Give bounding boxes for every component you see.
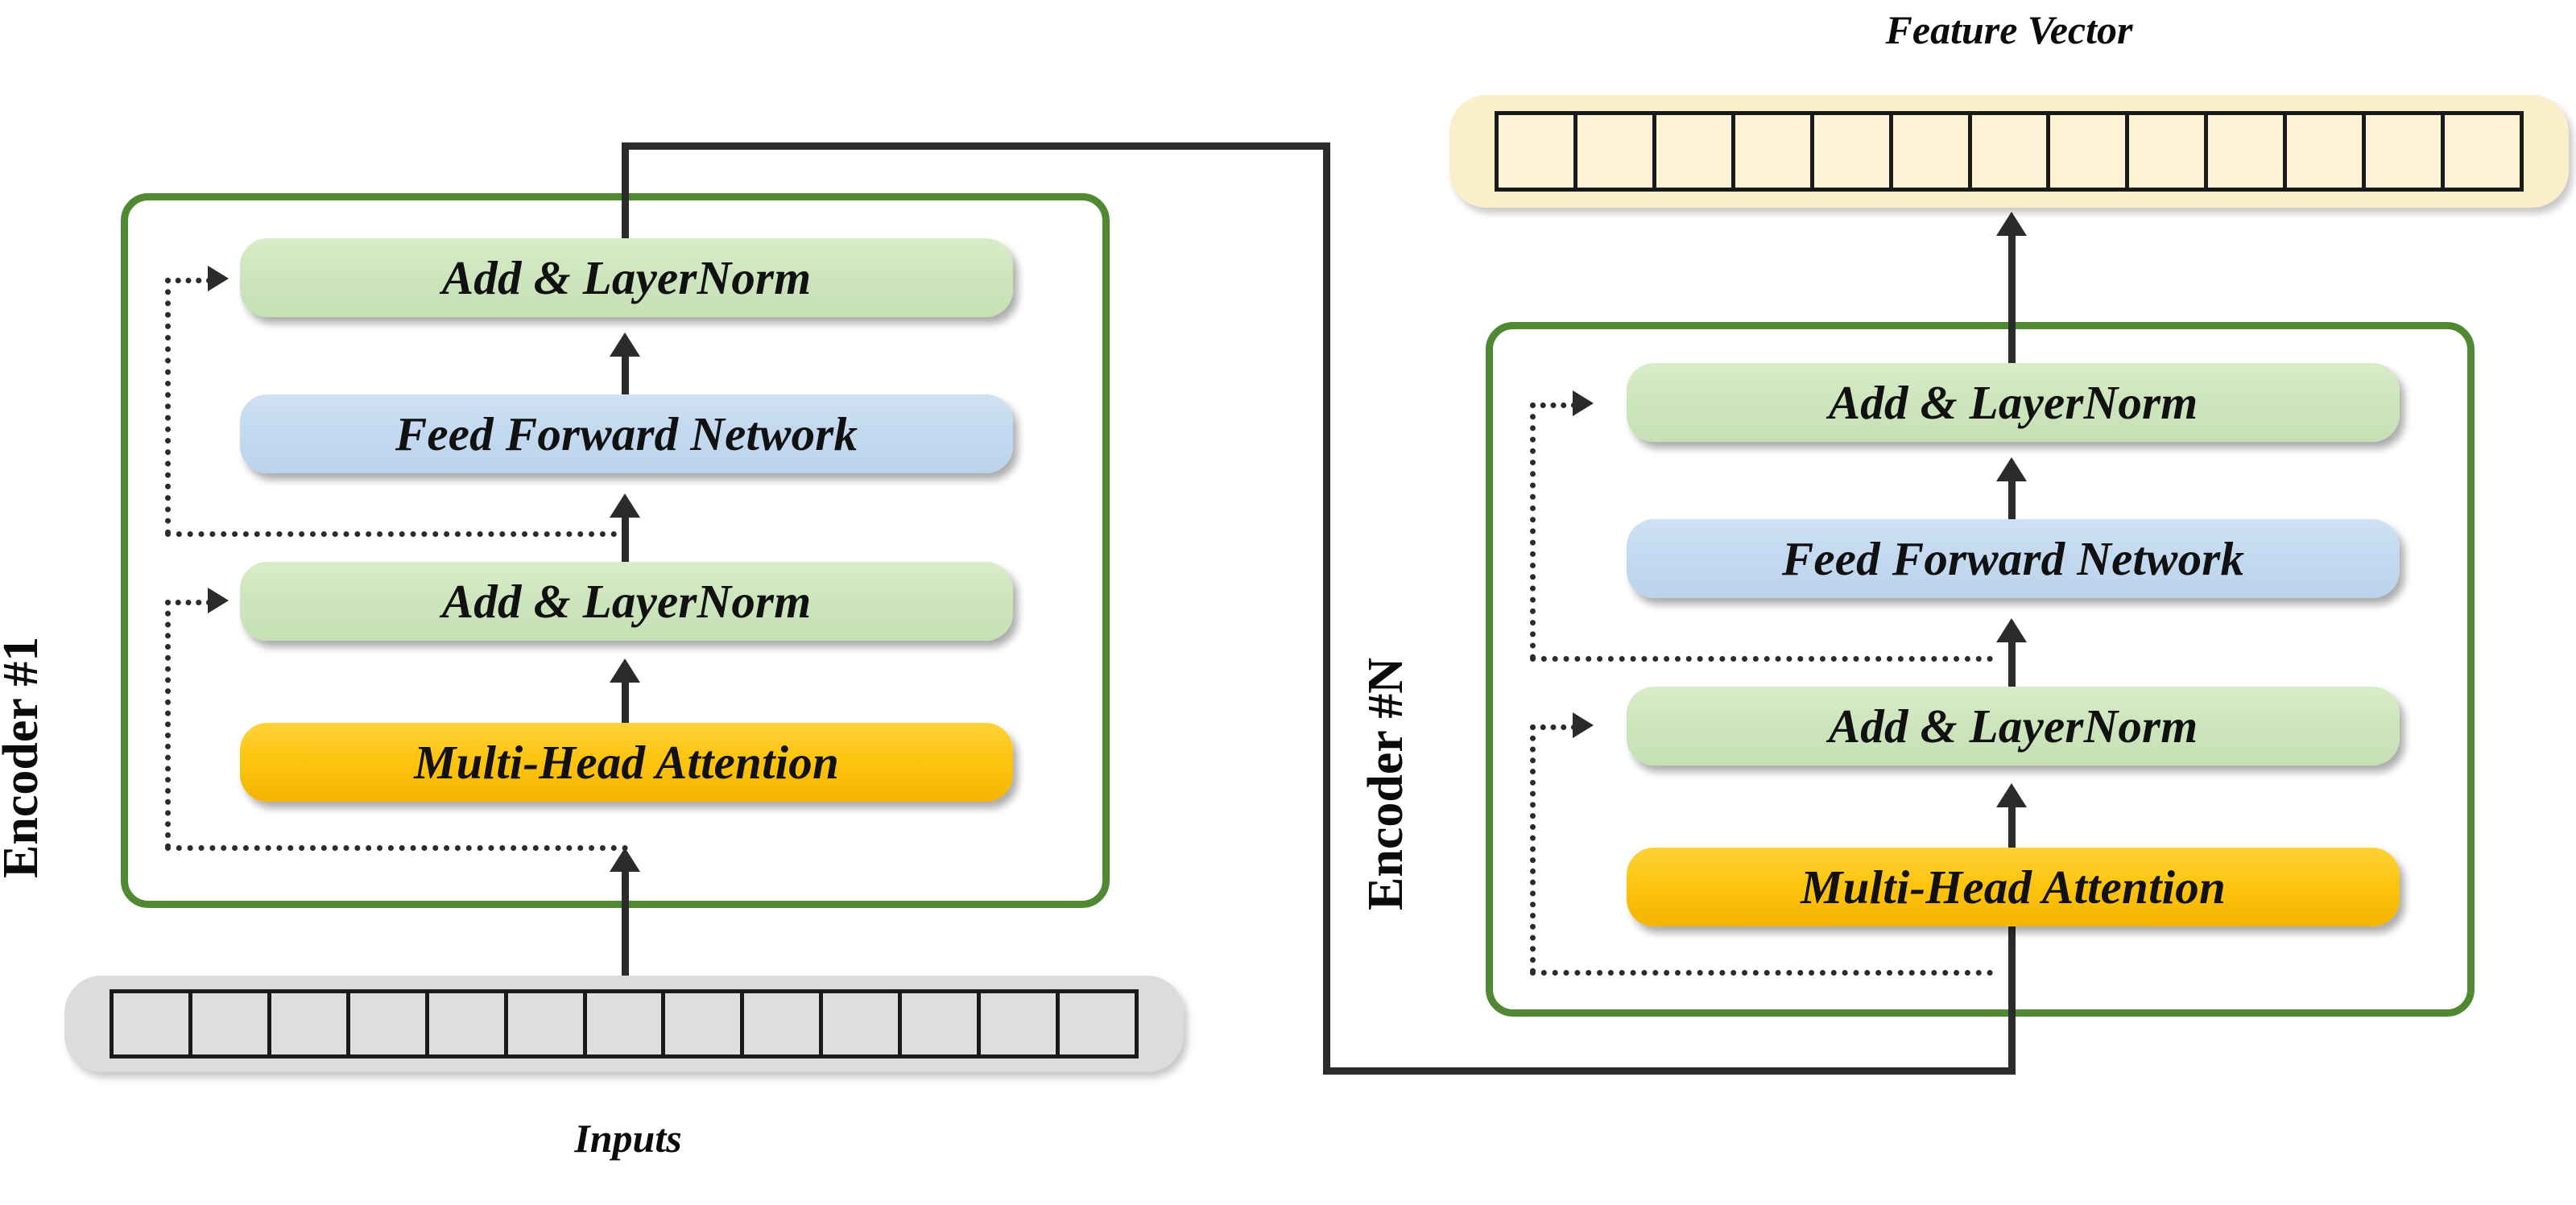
inter-encoder-connector-top [622, 142, 1330, 150]
encn-arrow-aln-to-ffn-head [1996, 618, 2027, 642]
encoder-1-frame [121, 193, 1110, 908]
inputs-cell [192, 992, 271, 1055]
feature-vector-cell [2050, 114, 2130, 188]
encn-residual-upper-horizontal [1530, 656, 1993, 662]
feature-vector-cell [1577, 114, 1656, 188]
feature-vector-cell [1656, 114, 1735, 188]
inputs-cell [349, 992, 429, 1055]
enc1-residual-lower-to-block [165, 600, 212, 605]
encn-arrow-ffn-to-aln-head [1996, 457, 2027, 481]
encn-residual-upper-to-block [1530, 402, 1577, 408]
enc1-residual-lower-horizontal [165, 845, 628, 851]
encn-arrow-mha-to-aln-shaft [2008, 805, 2016, 881]
encoder-n-add-layernorm-bottom[interactable]: Add & LayerNorm [1627, 687, 2400, 766]
encn-arrow-ffn-to-aln-shaft [2008, 479, 2016, 555]
feature-vector-cell [1813, 114, 1893, 188]
enc1-arrow-mha-to-aln-head [610, 658, 640, 683]
encn-arrow-mha-to-aln-head [1996, 783, 2027, 807]
enc1-residual-upper-vertical [165, 278, 171, 535]
encn-residual-lower-arrowhead [1573, 712, 1594, 738]
feature-vector-title: Feature Vector [1885, 7, 2133, 52]
encoder-n-feed-forward-network[interactable]: Feed Forward Network [1627, 519, 2400, 598]
inter-encoder-connector-down [1323, 142, 1330, 1075]
encoder-1-multi-head-attention[interactable]: Multi-Head Attention [240, 723, 1013, 802]
inputs-cell [113, 992, 192, 1055]
encoder-n-label: Encoder #N [1358, 657, 1413, 910]
encn-residual-lower-to-block [1530, 724, 1577, 730]
feature-vector-cell [2366, 114, 2446, 188]
inputs-cell [428, 992, 508, 1055]
encoder-1-feed-forward-network[interactable]: Feed Forward Network [240, 394, 1013, 473]
enc1-residual-lower-arrowhead [208, 588, 229, 613]
encoder-1-label: Encoder #1 [0, 636, 48, 878]
inputs-vector-strip[interactable] [64, 976, 1184, 1072]
encn-residual-lower-vertical [1530, 724, 1536, 974]
encoder-n-frame [1486, 322, 2475, 1017]
feature-vector-cell [2445, 114, 2520, 188]
encn-residual-lower-horizontal [1530, 970, 1993, 976]
encoder-n-multi-head-attention[interactable]: Multi-Head Attention [1627, 848, 2400, 926]
enc1-arrow-ffn-to-aln-shaft [622, 354, 629, 431]
enc1-residual-lower-vertical [165, 600, 171, 849]
feature-vector-arrow-shaft [2008, 233, 2016, 370]
enc1-input-arrow-shaft [622, 869, 629, 1016]
inter-encoder-connector-bottom [1323, 1067, 2016, 1075]
inputs-cell [586, 992, 666, 1055]
enc1-residual-upper-horizontal [165, 531, 628, 537]
inputs-cell [665, 992, 745, 1055]
feature-vector-cells [1494, 110, 2524, 192]
inter-encoder-connector-up [622, 142, 629, 251]
inputs-vector-cells [109, 988, 1139, 1059]
inputs-caption: Inputs [574, 1116, 682, 1161]
inputs-cell [744, 992, 824, 1055]
inputs-cell [507, 992, 587, 1055]
feature-vector-cell [2208, 114, 2288, 188]
encn-arrow-aln-to-ffn-shaft [2008, 640, 2016, 719]
encoder-n-add-layernorm-top[interactable]: Add & LayerNorm [1627, 363, 2400, 442]
encoder-1-add-layernorm-top[interactable]: Add & LayerNorm [240, 238, 1013, 317]
inputs-cell [981, 992, 1061, 1055]
inputs-cell [902, 992, 982, 1055]
enc1-residual-upper-to-block [165, 278, 212, 283]
feature-vector-cell [1892, 114, 1972, 188]
enc1-arrow-aln-to-ffn-head [610, 493, 640, 518]
inter-encoder-connector-rise [2008, 918, 2016, 1075]
feature-vector-cell [2129, 114, 2209, 188]
encn-residual-upper-vertical [1530, 402, 1536, 660]
enc1-arrow-ffn-to-aln-head [610, 332, 640, 357]
enc1-input-arrow-head [610, 848, 640, 872]
feature-vector-cell [1735, 114, 1814, 188]
enc1-arrow-aln-to-ffn-shaft [622, 515, 629, 594]
feature-vector-strip[interactable] [1449, 95, 2569, 208]
feature-vector-arrow-head [1996, 212, 2027, 236]
feature-vector-cell [1498, 114, 1577, 188]
inputs-cell [1060, 992, 1135, 1055]
encn-residual-upper-arrowhead [1573, 390, 1594, 416]
encoder-1-add-layernorm-bottom[interactable]: Add & LayerNorm [240, 562, 1013, 641]
feature-vector-cell [2287, 114, 2367, 188]
inputs-cell [271, 992, 350, 1055]
inputs-cell [823, 992, 903, 1055]
feature-vector-cell [1971, 114, 2051, 188]
enc1-arrow-mha-to-aln-shaft [622, 680, 629, 757]
enc1-residual-upper-arrowhead [208, 266, 229, 291]
